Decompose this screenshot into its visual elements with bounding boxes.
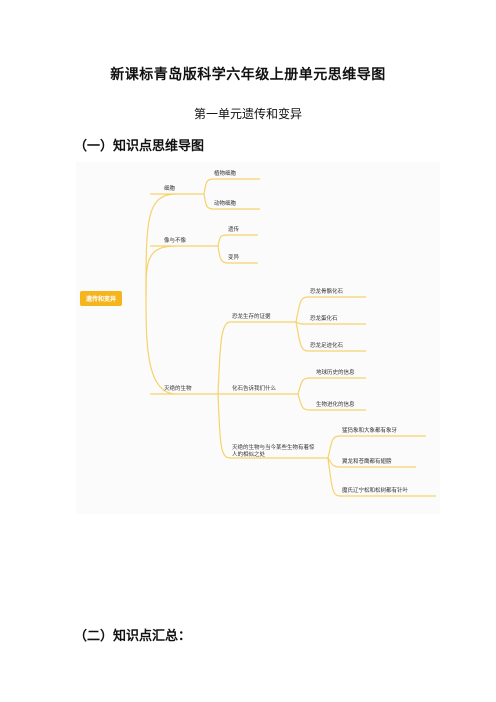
node-heredity: 遗传 [228, 227, 240, 233]
mind-map-connectors [145, 178, 436, 497]
node-cells: 细胞 [164, 186, 176, 192]
document-title: 新课标青岛版科学六年级上册单元思维导图 [110, 67, 386, 83]
node-egg-fossil: 恐龙蛋化石 [310, 316, 338, 322]
node-dinosaur-evidence: 恐龙生存的证据 [232, 314, 271, 320]
node-liaoning-pine: 魔氏辽宁松和松树都有针叶 [342, 488, 409, 494]
mindmap-root: 遗传和变异 [80, 291, 123, 306]
node-mammoth-elephant: 猛犸象和大象都有象牙 [342, 428, 398, 434]
node-footprint-fossil: 恐龙足迹化石 [310, 343, 344, 349]
node-fossil-tells: 化石告诉我们什么 [232, 386, 277, 392]
node-animal-cell: 动物细胞 [214, 201, 237, 207]
node-pterosaur-eagle: 翼龙和苍鹰都有翅膀 [342, 459, 392, 465]
mind-map: 遗传和变异 细胞 植物细胞 动物细胞 像与不像 遗传 变异 灭绝的生物 恐龙生存… [76, 162, 440, 514]
node-evolution-info: 生物进化的信息 [316, 402, 355, 408]
section-heading-mindmap: （一）知识点思维导图 [74, 139, 205, 154]
node-plant-cell: 植物细胞 [214, 171, 237, 177]
node-variation: 变异 [228, 255, 240, 261]
node-bone-fossil: 恐龙骨骼化石 [310, 289, 344, 295]
section-heading-summary: （二）知识点汇总： [74, 629, 192, 644]
node-earth-history: 地球历史的信息 [316, 370, 355, 376]
node-like-unlike: 像与不像 [164, 238, 187, 244]
node-extinct-organisms: 灭绝的生物 [164, 386, 192, 392]
node-similarity: 灭绝的生物与当今某些生物有着惊人的相似之处 [232, 445, 315, 458]
unit-title: 第一单元遗传和变异 [193, 107, 302, 121]
